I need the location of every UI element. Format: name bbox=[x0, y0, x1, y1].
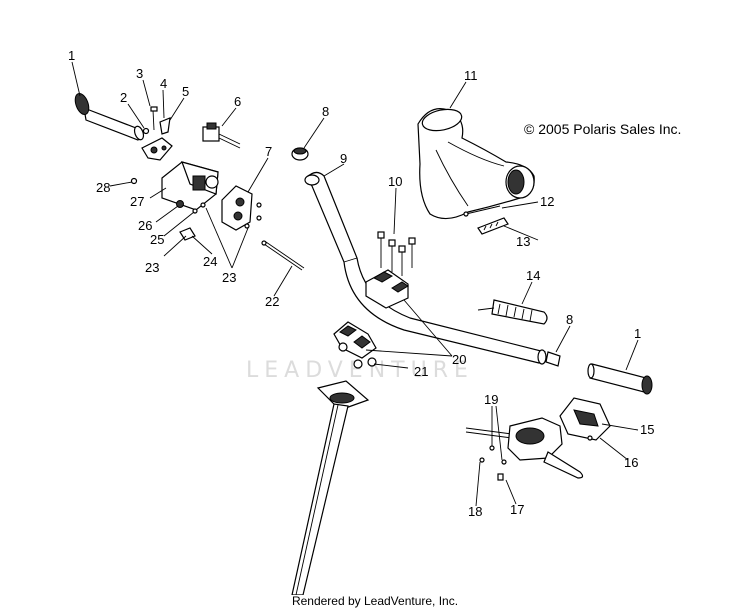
callout-1-right: 1 bbox=[634, 326, 641, 341]
switch-housing bbox=[221, 185, 262, 231]
callout-26: 26 bbox=[138, 218, 152, 233]
callout-19: 19 bbox=[484, 392, 498, 407]
callout-18: 18 bbox=[468, 504, 482, 519]
callout-23-left: 23 bbox=[145, 260, 159, 275]
callout-16: 16 bbox=[624, 455, 638, 470]
callout-1: 1 bbox=[68, 48, 75, 63]
throttle-cable bbox=[261, 240, 305, 271]
throttle-pivot bbox=[141, 106, 173, 161]
callout-11: 11 bbox=[464, 68, 478, 83]
callout-3: 3 bbox=[136, 66, 143, 81]
right-switch-housing bbox=[559, 397, 611, 441]
callout-25: 25 bbox=[150, 232, 164, 247]
callout-27: 27 bbox=[130, 194, 144, 209]
small-hardware bbox=[176, 200, 206, 241]
footer-credit: Rendered by LeadVenture, Inc. bbox=[291, 594, 459, 608]
callout-7: 7 bbox=[265, 144, 272, 159]
callout-21: 21 bbox=[414, 364, 428, 379]
callout-8-right: 8 bbox=[566, 312, 573, 327]
callout-22: 22 bbox=[265, 294, 279, 309]
heated-grip bbox=[477, 299, 548, 325]
guard-hardware bbox=[463, 205, 509, 235]
upper-clamp bbox=[365, 269, 409, 309]
steering-column bbox=[291, 380, 370, 595]
end-cap-left bbox=[291, 147, 309, 161]
left-grip bbox=[74, 92, 145, 141]
callout-20: 20 bbox=[452, 352, 466, 367]
callout-17: 17 bbox=[510, 502, 524, 517]
callout-15: 15 bbox=[640, 422, 654, 437]
callout-9: 9 bbox=[340, 151, 347, 166]
throttle-cable-fitting bbox=[202, 122, 241, 149]
callout-24: 24 bbox=[203, 254, 217, 269]
leader-lines bbox=[71, 61, 639, 507]
throttle-housing bbox=[130, 161, 219, 211]
clamp-bolts bbox=[377, 231, 416, 276]
right-grip bbox=[587, 363, 653, 395]
callout-8: 8 bbox=[322, 104, 329, 119]
callout-2: 2 bbox=[120, 90, 127, 105]
end-cap-right bbox=[545, 351, 561, 367]
callout-12: 12 bbox=[540, 194, 554, 209]
callout-labels: 1 2 3 4 5 6 7 8 9 10 11 12 13 14 8 1 15 … bbox=[68, 48, 654, 519]
hand-guard bbox=[417, 108, 535, 220]
callout-5: 5 bbox=[182, 84, 189, 99]
callout-13: 13 bbox=[516, 234, 530, 249]
callout-10: 10 bbox=[388, 174, 402, 189]
callout-4: 4 bbox=[160, 76, 167, 91]
lower-clamp bbox=[333, 321, 377, 369]
callout-23: 23 bbox=[222, 270, 236, 285]
callout-14: 14 bbox=[526, 268, 540, 283]
callout-6: 6 bbox=[234, 94, 241, 109]
callout-28: 28 bbox=[96, 180, 110, 195]
copyright-text: © 2005 Polaris Sales Inc. bbox=[524, 121, 681, 137]
parts-diagram: LEADVENTURE © 2005 Polaris Sales Inc. bbox=[68, 48, 681, 595]
brake-master-cylinder bbox=[465, 417, 584, 481]
